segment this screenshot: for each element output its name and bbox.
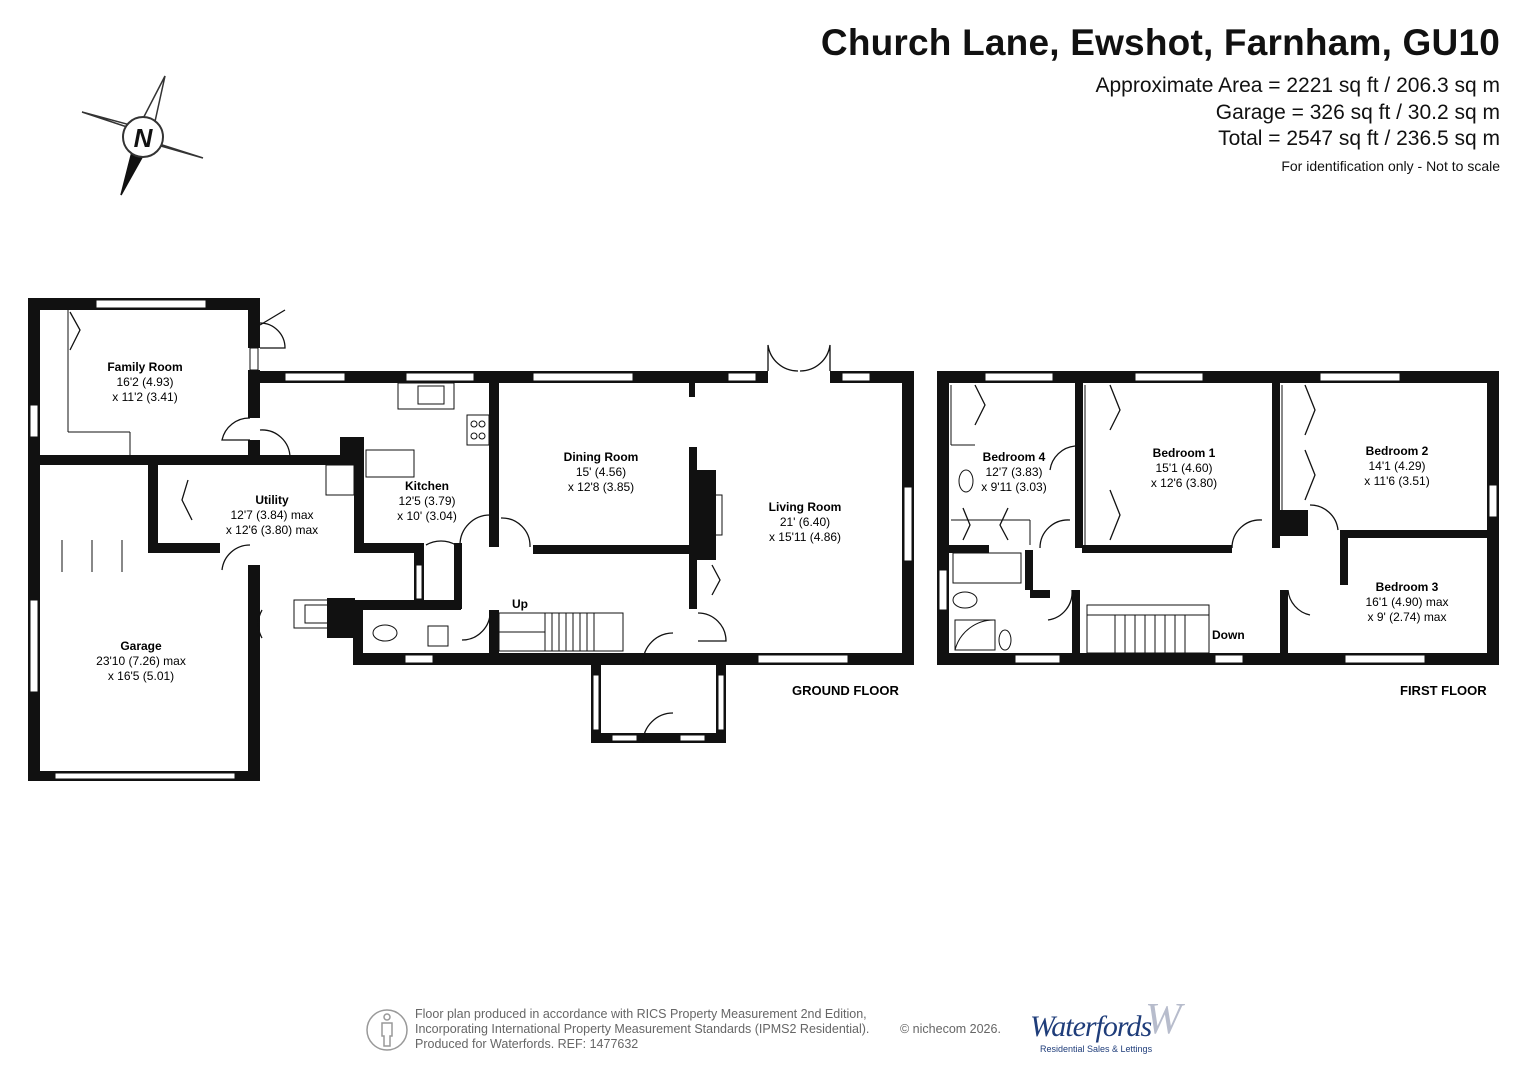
svg-text:23'10 (7.26) max: 23'10 (7.26) max [96,654,186,668]
ground-floor-label: GROUND FLOOR [792,683,899,698]
room-utility: Utility 12'7 (3.84) max x 12'6 (3.80) ma… [226,493,318,537]
svg-text:Living Room: Living Room [769,500,842,514]
svg-text:16'2 (4.93): 16'2 (4.93) [117,375,174,389]
footer-disclaimer: Floor plan produced in accordance with R… [415,1007,870,1051]
room-bedroom-2: Bedroom 2 14'1 (4.29) x 11'6 (3.51) [1364,444,1429,488]
svg-text:x 9'11 (3.03): x 9'11 (3.03) [981,480,1046,494]
svg-text:x 11'2 (3.41): x 11'2 (3.41) [112,390,177,404]
svg-text:x 12'6 (3.80): x 12'6 (3.80) [1151,476,1217,490]
svg-text:x 12'8 (3.85): x 12'8 (3.85) [568,480,634,494]
first-floor-label: FIRST FLOOR [1400,683,1487,698]
svg-text:Bedroom 4: Bedroom 4 [983,450,1046,464]
svg-text:Garage: Garage [120,639,162,653]
svg-text:x 16'5 (5.01): x 16'5 (5.01) [108,669,174,683]
approximate-area: Approximate Area = 2221 sq ft / 206.3 sq… [1095,74,1501,97]
svg-text:Utility: Utility [255,493,289,507]
svg-text:12'5 (3.79): 12'5 (3.79) [399,494,456,508]
svg-text:Bedroom 3: Bedroom 3 [1376,580,1439,594]
footer-credit: © nichecom 2026. [900,1022,1001,1036]
svg-text:Family Room: Family Room [107,360,182,374]
svg-text:x 15'11 (4.86): x 15'11 (4.86) [769,530,841,544]
door-swings-first [962,384,1339,621]
svg-text:x 10' (3.04): x 10' (3.04) [397,509,457,523]
brand-mark-logo: W [1145,994,1182,1043]
svg-text:16'1 (4.90) max: 16'1 (4.90) max [1366,595,1449,609]
room-bedroom-4: Bedroom 4 12'7 (3.83) x 9'11 (3.03) [981,450,1046,494]
stairs-down-label: Down [1212,628,1245,642]
svg-text:15'1 (4.60): 15'1 (4.60) [1156,461,1213,475]
compass-icon: N [81,75,204,196]
scale-disclaimer: For identification only - Not to scale [1281,158,1500,174]
room-dining-room: Dining Room 15' (4.56) x 12'8 (3.85) [564,450,639,494]
svg-text:Kitchen: Kitchen [405,479,449,493]
brand-tagline: Residential Sales & Lettings [1040,1044,1153,1054]
room-family-room: Family Room 16'2 (4.93) x 11'2 (3.41) [107,360,182,404]
windows-ground [29,299,913,780]
svg-text:21' (6.40): 21' (6.40) [780,515,830,529]
svg-text:15' (4.56): 15' (4.56) [576,465,626,479]
fittings-first [950,385,1283,654]
svg-text:14'1 (4.29): 14'1 (4.29) [1369,459,1426,473]
brand-logo: Waterfords [1030,1010,1152,1043]
room-garage: Garage 23'10 (7.26) max x 16'5 (5.01) [96,639,186,683]
svg-text:Dining Room: Dining Room [564,450,639,464]
svg-text:x 9' (2.74) max: x 9' (2.74) max [1368,610,1447,624]
room-kitchen: Kitchen 12'5 (3.79) x 10' (3.04) [397,479,457,523]
room-bedroom-1: Bedroom 1 15'1 (4.60) x 12'6 (3.80) [1151,446,1217,490]
garage-area: Garage = 326 sq ft / 30.2 sq m [1215,101,1500,124]
svg-text:12'7 (3.83): 12'7 (3.83) [986,465,1043,479]
svg-text:x 12'6 (3.80) max: x 12'6 (3.80) max [226,523,318,537]
fittings-ground [61,310,723,652]
room-living-room: Living Room 21' (6.40) x 15'11 (4.86) [769,500,842,544]
svg-text:12'7 (3.84) max: 12'7 (3.84) max [231,508,314,522]
total-area: Total = 2547 sq ft / 236.5 sq m [1218,127,1500,150]
door-swings-ground [69,309,831,744]
compass-label: N [134,123,154,153]
windows-first [938,372,1498,664]
room-bedroom-3: Bedroom 3 16'1 (4.90) max x 9' (2.74) ma… [1366,580,1449,624]
person-info-icon [366,1009,408,1051]
svg-text:Bedroom 1: Bedroom 1 [1153,446,1216,460]
svg-text:x 11'6 (3.51): x 11'6 (3.51) [1364,474,1429,488]
stairs-up-label: Up [512,597,528,611]
property-title: Church Lane, Ewshot, Farnham, GU10 [820,22,1500,63]
svg-text:Bedroom 2: Bedroom 2 [1366,444,1429,458]
